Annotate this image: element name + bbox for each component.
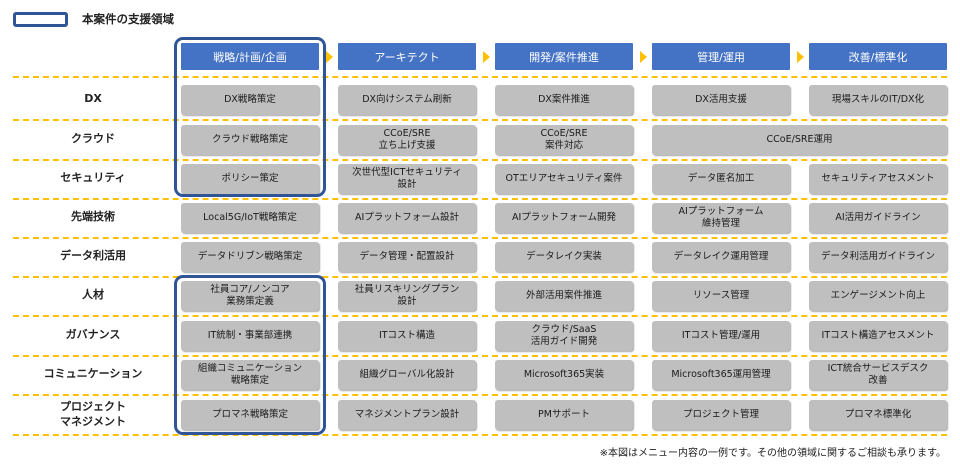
phase-header: 戦略/計画/企画 — [181, 43, 319, 70]
matrix-cell: データ利活用ガイドライン — [809, 242, 947, 272]
matrix-cell: IT統制・事業部連携 — [181, 321, 319, 351]
row-divider — [13, 237, 947, 239]
row-divider — [13, 315, 947, 317]
row-divider — [13, 119, 947, 121]
phase-header: アーキテクト — [338, 43, 476, 70]
row-label: データ利活用 — [60, 249, 126, 263]
matrix-cell: DX案件推進 — [495, 85, 633, 115]
phase-arrow-icon — [326, 51, 333, 63]
matrix-cell: プロマネ標準化 — [809, 400, 947, 430]
matrix-cell: CCoE/SRE 立ち上げ支援 — [338, 125, 476, 155]
matrix-cell: CCoE/SRE運用 — [652, 125, 947, 155]
phase-arrow-icon — [483, 51, 490, 63]
row-label: 人材 — [82, 288, 104, 302]
matrix-cell: 社員リスキリングプラン 設計 — [338, 281, 476, 311]
matrix-cell: ITコスト管理/運用 — [652, 321, 790, 351]
matrix-cell: Microsoft365運用管理 — [652, 360, 790, 390]
row-label: クラウド — [71, 132, 115, 146]
matrix-cell: セキュリティアセスメント — [809, 164, 947, 194]
matrix-cell: AIプラットフォーム 維持管理 — [652, 203, 790, 233]
row-divider — [13, 434, 947, 436]
legend: 本案件の支援領域 — [13, 10, 174, 28]
matrix-cell: ICT統合サービスデスク 改善 — [809, 360, 947, 390]
matrix-cell: クラウド戦略策定 — [181, 125, 319, 155]
row-divider — [13, 76, 947, 78]
matrix-cell: ITコスト構造アセスメント — [809, 321, 947, 351]
matrix-cell: データドリブン戦略策定 — [181, 242, 319, 272]
phase-header: 開発/案件推進 — [495, 43, 633, 70]
matrix-cell: AI活用ガイドライン — [809, 203, 947, 233]
matrix-cell: データ管理・配置設計 — [338, 242, 476, 272]
phase-header: 管理/運用 — [652, 43, 790, 70]
matrix-cell: DX戦略策定 — [181, 85, 319, 115]
row-divider — [13, 198, 947, 200]
phase-header: 改善/標準化 — [809, 43, 947, 70]
matrix-cell: DX向けシステム刷新 — [338, 85, 476, 115]
matrix-cell: 現場スキルのIT/DX化 — [809, 85, 947, 115]
matrix-cell: DX活用支援 — [652, 85, 790, 115]
row-divider — [13, 159, 947, 161]
matrix-cell: AIプラットフォーム開発 — [495, 203, 633, 233]
matrix-cell: データレイク運用管理 — [652, 242, 790, 272]
matrix-cell: 社員コア/ノンコア 業務策定義 — [181, 281, 319, 311]
matrix-cell: クラウド/SaaS 活用ガイド開発 — [495, 321, 633, 351]
matrix-cell: ITコスト構造 — [338, 321, 476, 351]
row-divider — [13, 394, 947, 396]
matrix-cell: 組織グローバル化設計 — [338, 360, 476, 390]
row-label: コミュニケーション — [43, 367, 143, 381]
phase-arrow-icon — [797, 51, 804, 63]
matrix-cell: CCoE/SRE 案件対応 — [495, 125, 633, 155]
matrix-cell: データ匿名加工 — [652, 164, 790, 194]
matrix-cell: Microsoft365実装 — [495, 360, 633, 390]
matrix-cell: PMサポート — [495, 400, 633, 430]
matrix-cell: プロマネ戦略策定 — [181, 400, 319, 430]
matrix-cell: Local5G/IoT戦略策定 — [181, 203, 319, 233]
matrix-cell: データレイク実装 — [495, 242, 633, 272]
row-label: 先端技術 — [71, 210, 115, 224]
matrix-cell: ポリシー策定 — [181, 164, 319, 194]
row-label: セキュリティ — [60, 171, 126, 185]
matrix-cell: OTエリアセキュリティ案件 — [495, 164, 633, 194]
row-divider — [13, 355, 947, 357]
legend-swatch — [13, 11, 68, 27]
legend-label: 本案件の支援領域 — [82, 12, 174, 26]
matrix-cell: リソース管理 — [652, 281, 790, 311]
row-label: プロジェクト マネジメント — [60, 400, 126, 428]
matrix-cell: 外部活用案件推進 — [495, 281, 633, 311]
matrix-cell: AIプラットフォーム設計 — [338, 203, 476, 233]
matrix-cell: エンゲージメント向上 — [809, 281, 947, 311]
matrix-cell: プロジェクト管理 — [652, 400, 790, 430]
matrix-cell: 次世代型ICTセキュリティ 設計 — [338, 164, 476, 194]
matrix-cell: 組織コミュニケーション 戦略策定 — [181, 360, 319, 390]
row-label: ガバナンス — [65, 328, 121, 342]
matrix-cell: マネジメントプラン設計 — [338, 400, 476, 430]
footnote: ※本図はメニュー内容の一例です。その他の領域に関するご相談も承ります。 — [599, 448, 946, 459]
row-label: DX — [84, 92, 102, 106]
row-divider — [13, 276, 947, 278]
phase-arrow-icon — [640, 51, 647, 63]
